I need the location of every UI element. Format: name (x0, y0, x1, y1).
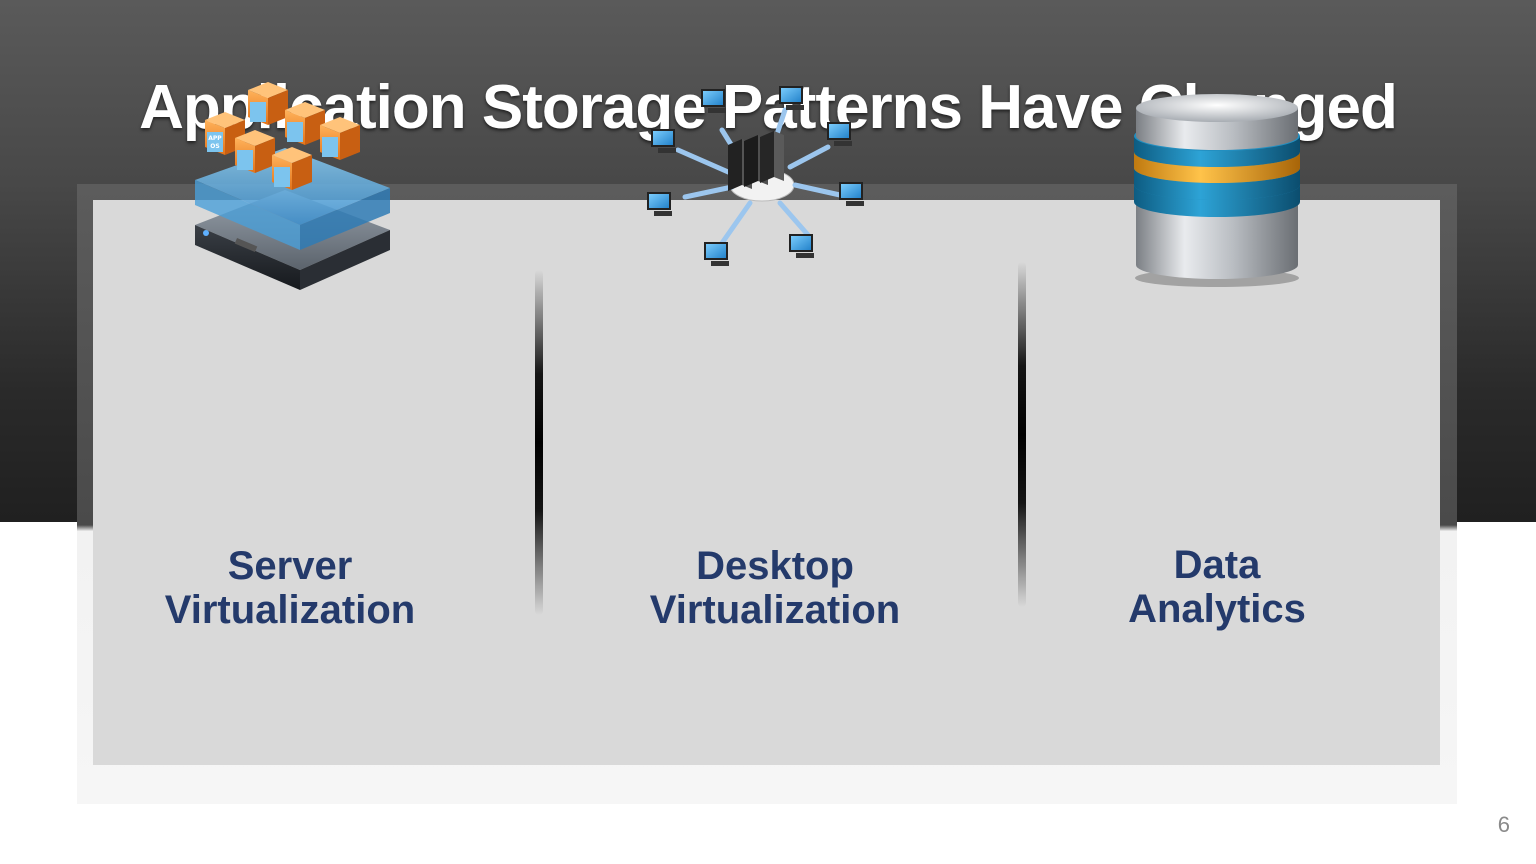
desktop-virtualization-label: Desktop Virtualization (649, 544, 901, 632)
content-panel (93, 200, 1440, 765)
desktop-network-icon (647, 86, 864, 266)
server-virtualization-label: Server Virtualization (164, 544, 416, 632)
database-icon (1134, 94, 1300, 287)
column-divider-1 (535, 270, 543, 615)
data-analytics-label: Data Analytics (1128, 543, 1306, 631)
column-divider-2 (1018, 262, 1026, 607)
virtual-server-icon: APP OS (195, 82, 390, 290)
desktop-computers (647, 86, 864, 266)
page-number: 6 (1497, 812, 1510, 837)
app-box-label: APP (208, 135, 222, 142)
os-box-label: OS (210, 143, 219, 150)
